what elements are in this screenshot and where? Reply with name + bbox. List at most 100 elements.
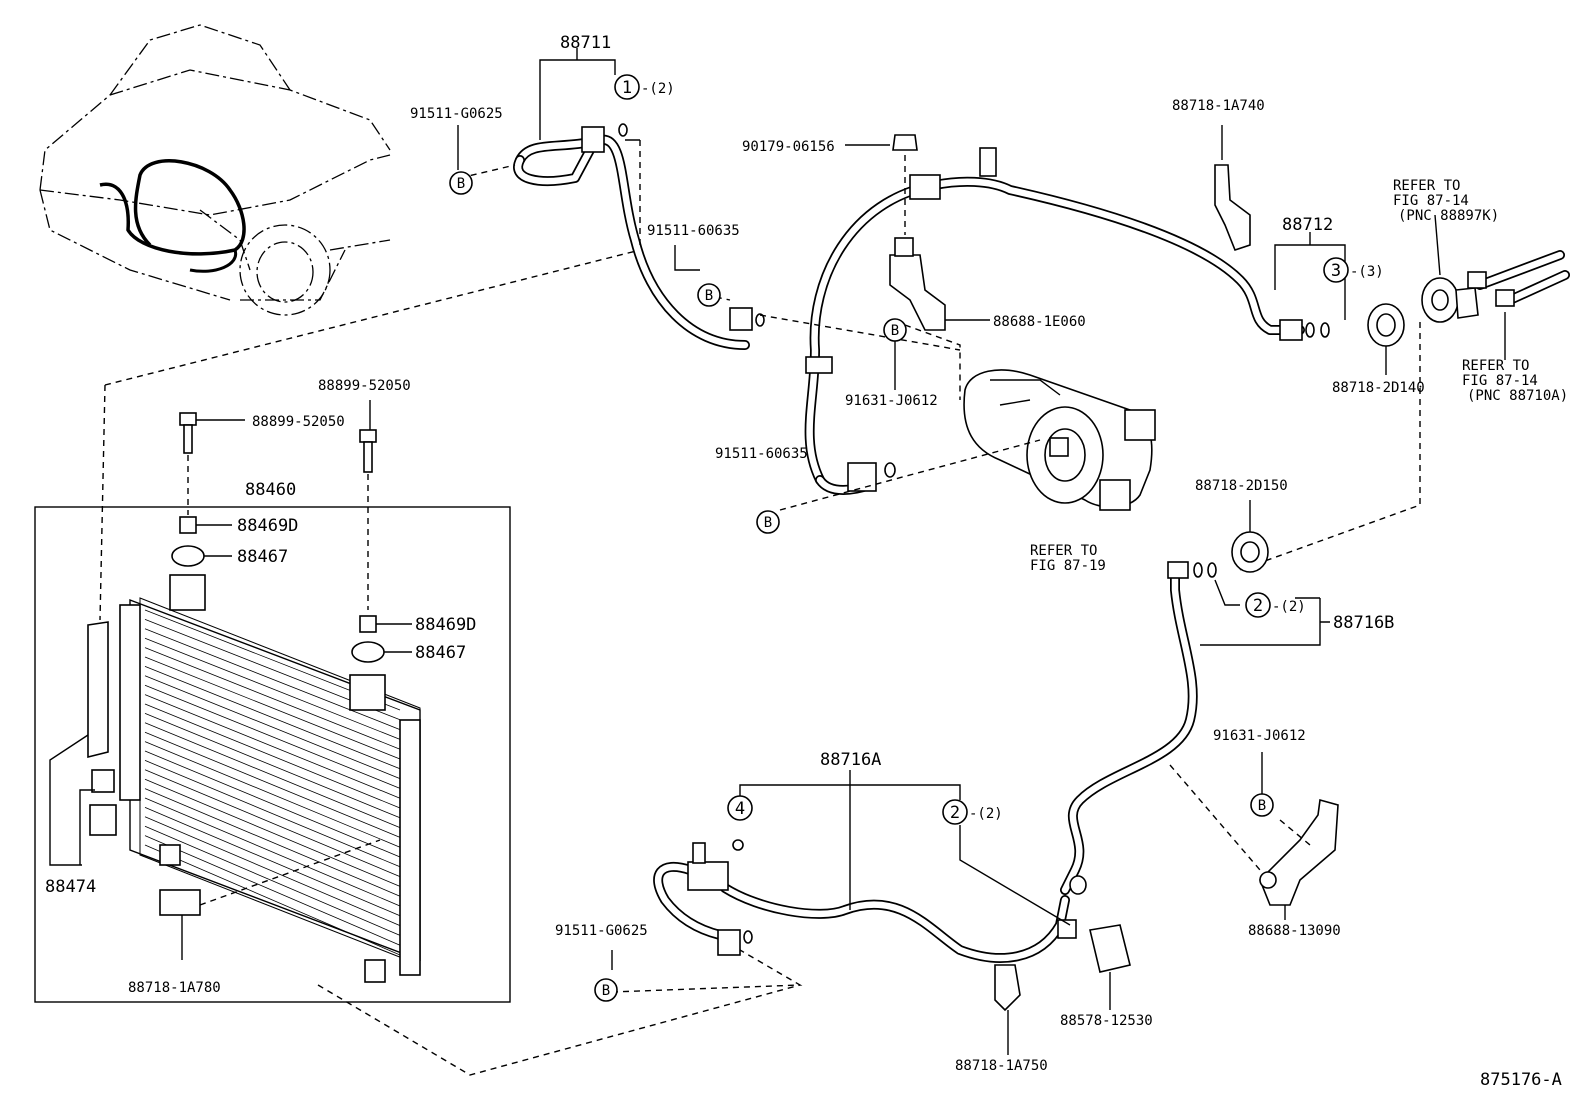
condenser-assembly-box <box>34 506 511 1003</box>
label-88716b: 88716B <box>1333 613 1394 633</box>
label-91511-60635-a: 91511-60635 <box>647 223 740 239</box>
cushion-88469d-a <box>179 516 197 534</box>
label-88718-1a740: 88718-1A740 <box>1172 98 1265 114</box>
cushion-88467-b <box>351 641 385 663</box>
hose-88716a <box>653 839 1077 963</box>
condenser-fin <box>144 807 401 917</box>
label-refer-87-14-b-3: (PNC 88710A) <box>1467 388 1568 404</box>
label-91631-j0612-b: 91631-J0612 <box>1213 728 1306 744</box>
compressor <box>963 369 1156 511</box>
label-88688-13090: 88688-13090 <box>1248 923 1341 939</box>
callout-b-hose-88711: B <box>697 283 721 307</box>
svg-text:4: 4 <box>735 799 745 819</box>
svg-text:B: B <box>1258 798 1266 814</box>
svg-text:1: 1 <box>622 78 632 98</box>
label-refer-87-19-2: FIG 87-19 <box>1030 558 1106 574</box>
condenser-cushion-lower <box>89 804 117 836</box>
condenser-cushion-upper <box>91 769 115 793</box>
svg-text:B: B <box>891 323 899 339</box>
condenser-fin <box>144 769 401 877</box>
condenser-fin <box>144 628 401 730</box>
label-91511-g0625-top: 91511-G0625 <box>410 106 503 122</box>
svg-text:2: 2 <box>950 803 960 823</box>
cushion-88469d-b <box>359 615 377 633</box>
condenser-fin <box>144 816 401 926</box>
nut-90179-06156 <box>892 134 918 151</box>
condenser-seal <box>87 621 109 759</box>
label-88718-1a780: 88718-1A780 <box>128 980 221 996</box>
label-qty-2a: -(2) <box>1272 599 1306 615</box>
label-88899-52050-left: 88899-52050 <box>252 414 345 430</box>
receiver-88578-12530 <box>1089 924 1131 973</box>
label-88899-52050-top: 88899-52050 <box>318 378 411 394</box>
label-refer-87-14-a-2: FIG 87-14 <box>1393 193 1469 209</box>
bracket-88718-1a750 <box>994 964 1021 1012</box>
condenser-core <box>119 574 421 983</box>
label-88469d-b: 88469D <box>415 615 476 635</box>
label-88688-1e060: 88688-1E060 <box>993 314 1086 330</box>
condenser-fin <box>144 637 401 740</box>
condenser-fin <box>144 656 401 760</box>
condenser-fin <box>144 713 401 819</box>
callout-b-bottom: B <box>594 978 618 1002</box>
cushion-88467-a <box>171 545 205 567</box>
bracket-88718-1a780 <box>159 889 201 916</box>
hose-88716b <box>1060 561 1217 895</box>
label-88718-1a750: 88718-1A750 <box>955 1058 1048 1074</box>
callout-b-88688-13090: B <box>1250 793 1274 817</box>
callout-1: 1 <box>614 74 640 100</box>
label-88460: 88460 <box>245 480 296 500</box>
label-refer-87-14-b-1: REFER TO <box>1462 358 1529 374</box>
condenser-fin <box>144 694 401 799</box>
svg-text:B: B <box>457 176 465 192</box>
condenser-fin <box>144 778 401 887</box>
bracket-88688-13090 <box>1259 798 1339 906</box>
condenser-fin <box>144 703 401 809</box>
label-refer-87-14-a-3: (PNC 88897K) <box>1398 208 1499 224</box>
svg-text:B: B <box>705 288 713 304</box>
svg-text:2: 2 <box>1253 596 1263 616</box>
callout-b-compressor: B <box>756 510 780 534</box>
svg-text:B: B <box>764 515 772 531</box>
label-91511-60635-b: 91511-60635 <box>715 446 808 462</box>
condenser-fin <box>144 750 401 858</box>
condenser-fin <box>144 825 401 936</box>
label-refer-87-14-a-1: REFER TO <box>1393 178 1460 194</box>
label-qty-1: -(2) <box>641 81 675 97</box>
callout-4: 4 <box>727 795 753 821</box>
callout-2-88716b: 2 <box>1245 592 1271 618</box>
callout-b-top-left: B <box>449 171 473 195</box>
condenser-fin <box>144 835 401 946</box>
nut-88718-2d150 <box>1231 531 1269 573</box>
svg-text:3: 3 <box>1331 261 1341 281</box>
condenser-fin <box>144 675 401 779</box>
label-88578-12530: 88578-12530 <box>1060 1013 1153 1029</box>
label-qty-3: -(3) <box>1350 264 1384 280</box>
label-88712: 88712 <box>1282 215 1333 235</box>
condenser-fin <box>144 788 401 897</box>
condenser-fin <box>144 797 401 907</box>
condenser-fin <box>144 844 401 956</box>
label-88474: 88474 <box>45 877 96 897</box>
label-88716a: 88716A <box>820 750 881 770</box>
callout-3: 3 <box>1323 257 1349 283</box>
bracket-88688-1e060 <box>889 237 946 331</box>
label-88718-2d140: 88718-2D140 <box>1332 380 1425 396</box>
label-90179-06156: 90179-06156 <box>742 139 835 155</box>
label-91631-j0612-a: 91631-J0612 <box>845 393 938 409</box>
label-88467-b: 88467 <box>415 643 466 663</box>
label-91511-g0625-bottom: 91511-G0625 <box>555 923 648 939</box>
bolt-88899-right <box>359 429 377 473</box>
label-88469d-a: 88469D <box>237 516 298 536</box>
label-qty-2b: -(2) <box>969 806 1003 822</box>
hose-88711 <box>513 123 765 350</box>
label-refer-87-19-1: REFER TO <box>1030 543 1097 559</box>
figure-id: 875176-A <box>1480 1070 1562 1090</box>
label-88711: 88711 <box>560 33 611 53</box>
label-refer-87-14-b-2: FIG 87-14 <box>1462 373 1538 389</box>
bolt-88899-left <box>179 412 197 454</box>
callout-b-bracket: B <box>883 318 907 342</box>
condenser-fin <box>144 731 401 838</box>
condenser-fin <box>144 647 401 750</box>
